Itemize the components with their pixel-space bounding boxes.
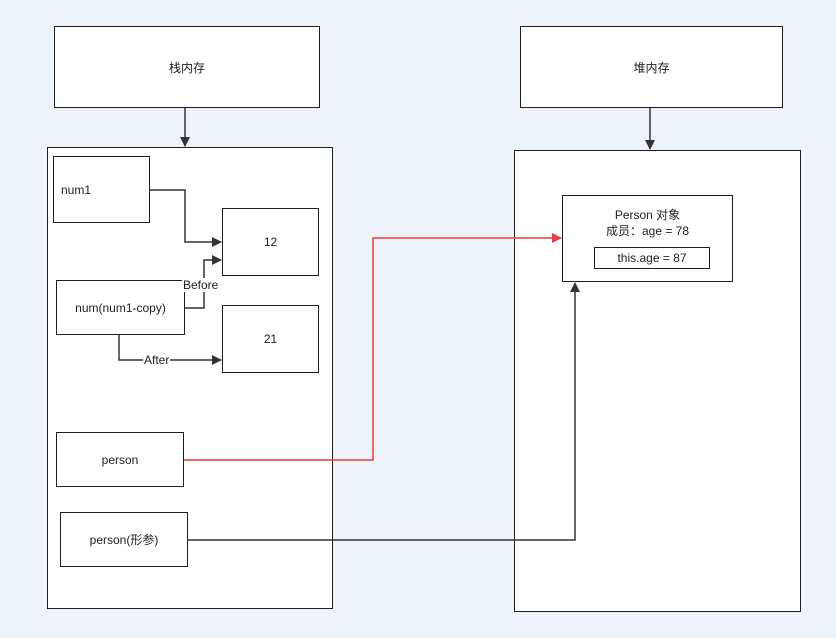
- after-arrow: [118, 335, 222, 365]
- this-age-label: this.age = 87: [617, 251, 687, 265]
- person-param-box: [60, 512, 188, 567]
- person-label: person: [101, 452, 139, 467]
- value-21-label: 21: [263, 332, 278, 346]
- heap-title: 堆内存: [633, 60, 670, 75]
- stack-title: 栈内存: [168, 60, 205, 75]
- num1-box: [53, 156, 150, 223]
- stack-title-box: [54, 26, 320, 108]
- person-box: [56, 432, 184, 487]
- num1-label: num1: [60, 182, 92, 197]
- value-21-box: [222, 305, 319, 373]
- person-param-reference-arrow: [188, 282, 580, 541]
- value-12-box: [222, 208, 319, 276]
- before-label: Before: [182, 278, 220, 292]
- person-object-line2: 成员：age = 78: [605, 223, 690, 238]
- num1-to-12-arrow: [150, 189, 222, 247]
- value-12-label: 12: [263, 235, 278, 249]
- heap-title-box: [520, 26, 783, 108]
- num-copy-label: num(num1-copy): [75, 300, 166, 315]
- this-age-box: [594, 247, 710, 269]
- after-label: After: [143, 353, 171, 367]
- person-object-line1: Person 对象: [614, 207, 681, 222]
- person-param-label: person(形参): [89, 533, 159, 547]
- person-reference-arrow: [184, 233, 562, 461]
- num-copy-box: [56, 280, 185, 335]
